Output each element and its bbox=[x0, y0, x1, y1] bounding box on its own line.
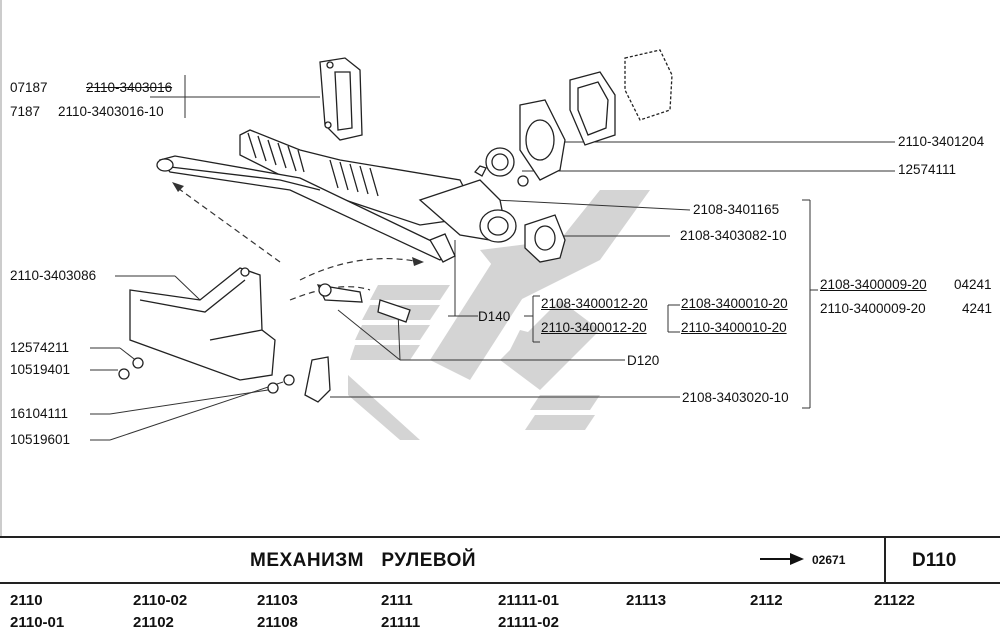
label-2110-3401204: 2110-3401204 bbox=[898, 134, 985, 149]
model-item: 21108 bbox=[257, 614, 298, 631]
arrow-right-icon bbox=[760, 553, 804, 565]
model-item: 21122 bbox=[874, 592, 915, 609]
label-07187: 07187 bbox=[10, 80, 48, 95]
parts-diagram: 07187 2110-3403016 7187 2110-3403016-10 … bbox=[0, 0, 993, 536]
model-item: 21103 bbox=[257, 592, 298, 609]
label-2108-3400009-20: 2108-3400009-20 bbox=[820, 277, 927, 292]
model-item: 21113 bbox=[626, 592, 667, 609]
model-item: 2112 bbox=[750, 592, 783, 609]
page-title: МЕХАНИЗМ РУЛЕВОЙ bbox=[250, 550, 477, 571]
label-12574111: 12574111 bbox=[898, 162, 957, 177]
section-code: D110 bbox=[912, 550, 957, 571]
label-2110-3400009-20: 2110-3400009-20 bbox=[820, 301, 926, 316]
label-2108-3400012-20: 2108-3400012-20 bbox=[541, 296, 648, 311]
model-item: 21111-01 bbox=[498, 592, 559, 609]
label-04241: 04241 bbox=[954, 277, 992, 292]
clamp-bracket bbox=[319, 57, 363, 141]
label-12574211: 12574211 bbox=[10, 340, 70, 355]
reference-number: 02671 bbox=[812, 553, 846, 567]
model-item: 2110 bbox=[10, 592, 43, 609]
model-item: 2110-02 bbox=[133, 592, 188, 609]
model-item: 21111 bbox=[381, 614, 421, 631]
label-2110-3400012-20: 2110-3400012-20 bbox=[541, 320, 647, 335]
label-2110-3403086: 2110-3403086 bbox=[10, 268, 97, 283]
tie-rod-end bbox=[304, 283, 411, 403]
model-item: 21111-02 bbox=[498, 614, 559, 631]
label-2108-3400010-20: 2108-3400010-20 bbox=[681, 296, 788, 311]
diagram-drawing bbox=[0, 0, 895, 536]
steering-rack-assembly bbox=[156, 129, 517, 263]
label-7187: 7187 bbox=[10, 104, 41, 119]
label-4241: 4241 bbox=[962, 301, 993, 316]
model-list: 2110 2110-02 21103 2111 21111-01 21113 2… bbox=[0, 588, 1000, 636]
model-item: 2110-01 bbox=[10, 614, 65, 631]
rubber-support bbox=[524, 214, 566, 263]
label-2108-3403082-10: 2108-3403082-10 bbox=[680, 228, 787, 243]
label-D120: D120 bbox=[627, 353, 660, 368]
boot-gasket bbox=[485, 49, 673, 187]
label-2110-3400010-20: 2110-3400010-20 bbox=[681, 320, 787, 335]
label-D140: D140 bbox=[478, 309, 511, 324]
label-2108-3403020-10: 2108-3403020-10 bbox=[682, 390, 789, 405]
mounting-bracket bbox=[118, 267, 295, 394]
label-10519401: 10519401 bbox=[10, 362, 71, 377]
label-2110-3403016-10: 2110-3403016-10 bbox=[58, 104, 164, 119]
label-2108-3401165: 2108-3401165 bbox=[693, 202, 780, 217]
label-10519601: 10519601 bbox=[10, 432, 71, 447]
model-item: 2111 bbox=[381, 592, 413, 609]
title-divider bbox=[884, 538, 886, 582]
title-bar: МЕХАНИЗМ РУЛЕВОЙ 02671 D110 bbox=[0, 536, 1000, 584]
model-item: 21102 bbox=[133, 614, 174, 631]
label-2110-3403016: 2110-3403016 bbox=[86, 80, 173, 95]
watermark-logo bbox=[348, 190, 650, 440]
label-16104111: 16104111 bbox=[10, 406, 69, 421]
